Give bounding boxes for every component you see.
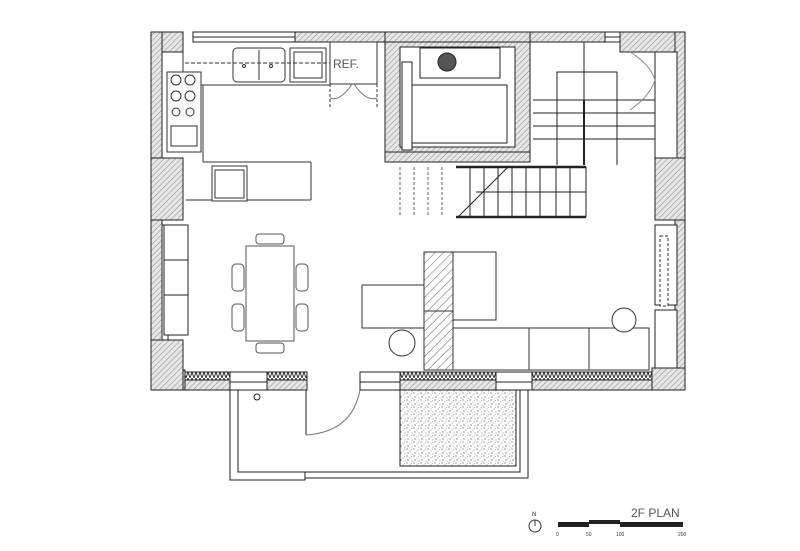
- scale-bar: 0 50 100 200: [556, 520, 687, 538]
- svg-text:50: 50: [586, 532, 592, 538]
- living-furniture: [361, 235, 669, 371]
- planter: [399, 389, 517, 467]
- svg-text:200: 200: [678, 532, 687, 538]
- svg-text:N: N: [532, 512, 536, 518]
- elevator: [384, 41, 531, 163]
- balcony: [229, 389, 529, 481]
- storage-cabinets: [163, 224, 189, 336]
- north-arrow-icon: N: [528, 512, 542, 533]
- stairs: [399, 42, 656, 219]
- fridge-label: REF.: [333, 57, 359, 71]
- kitchen: [166, 41, 378, 202]
- svg-text:100: 100: [616, 532, 625, 538]
- legend: 2F PLAN N 0 50 100 200: [528, 506, 687, 538]
- drawing-title: 2F PLAN: [631, 506, 680, 520]
- dining-table: [231, 233, 309, 354]
- svg-text:0: 0: [556, 532, 559, 538]
